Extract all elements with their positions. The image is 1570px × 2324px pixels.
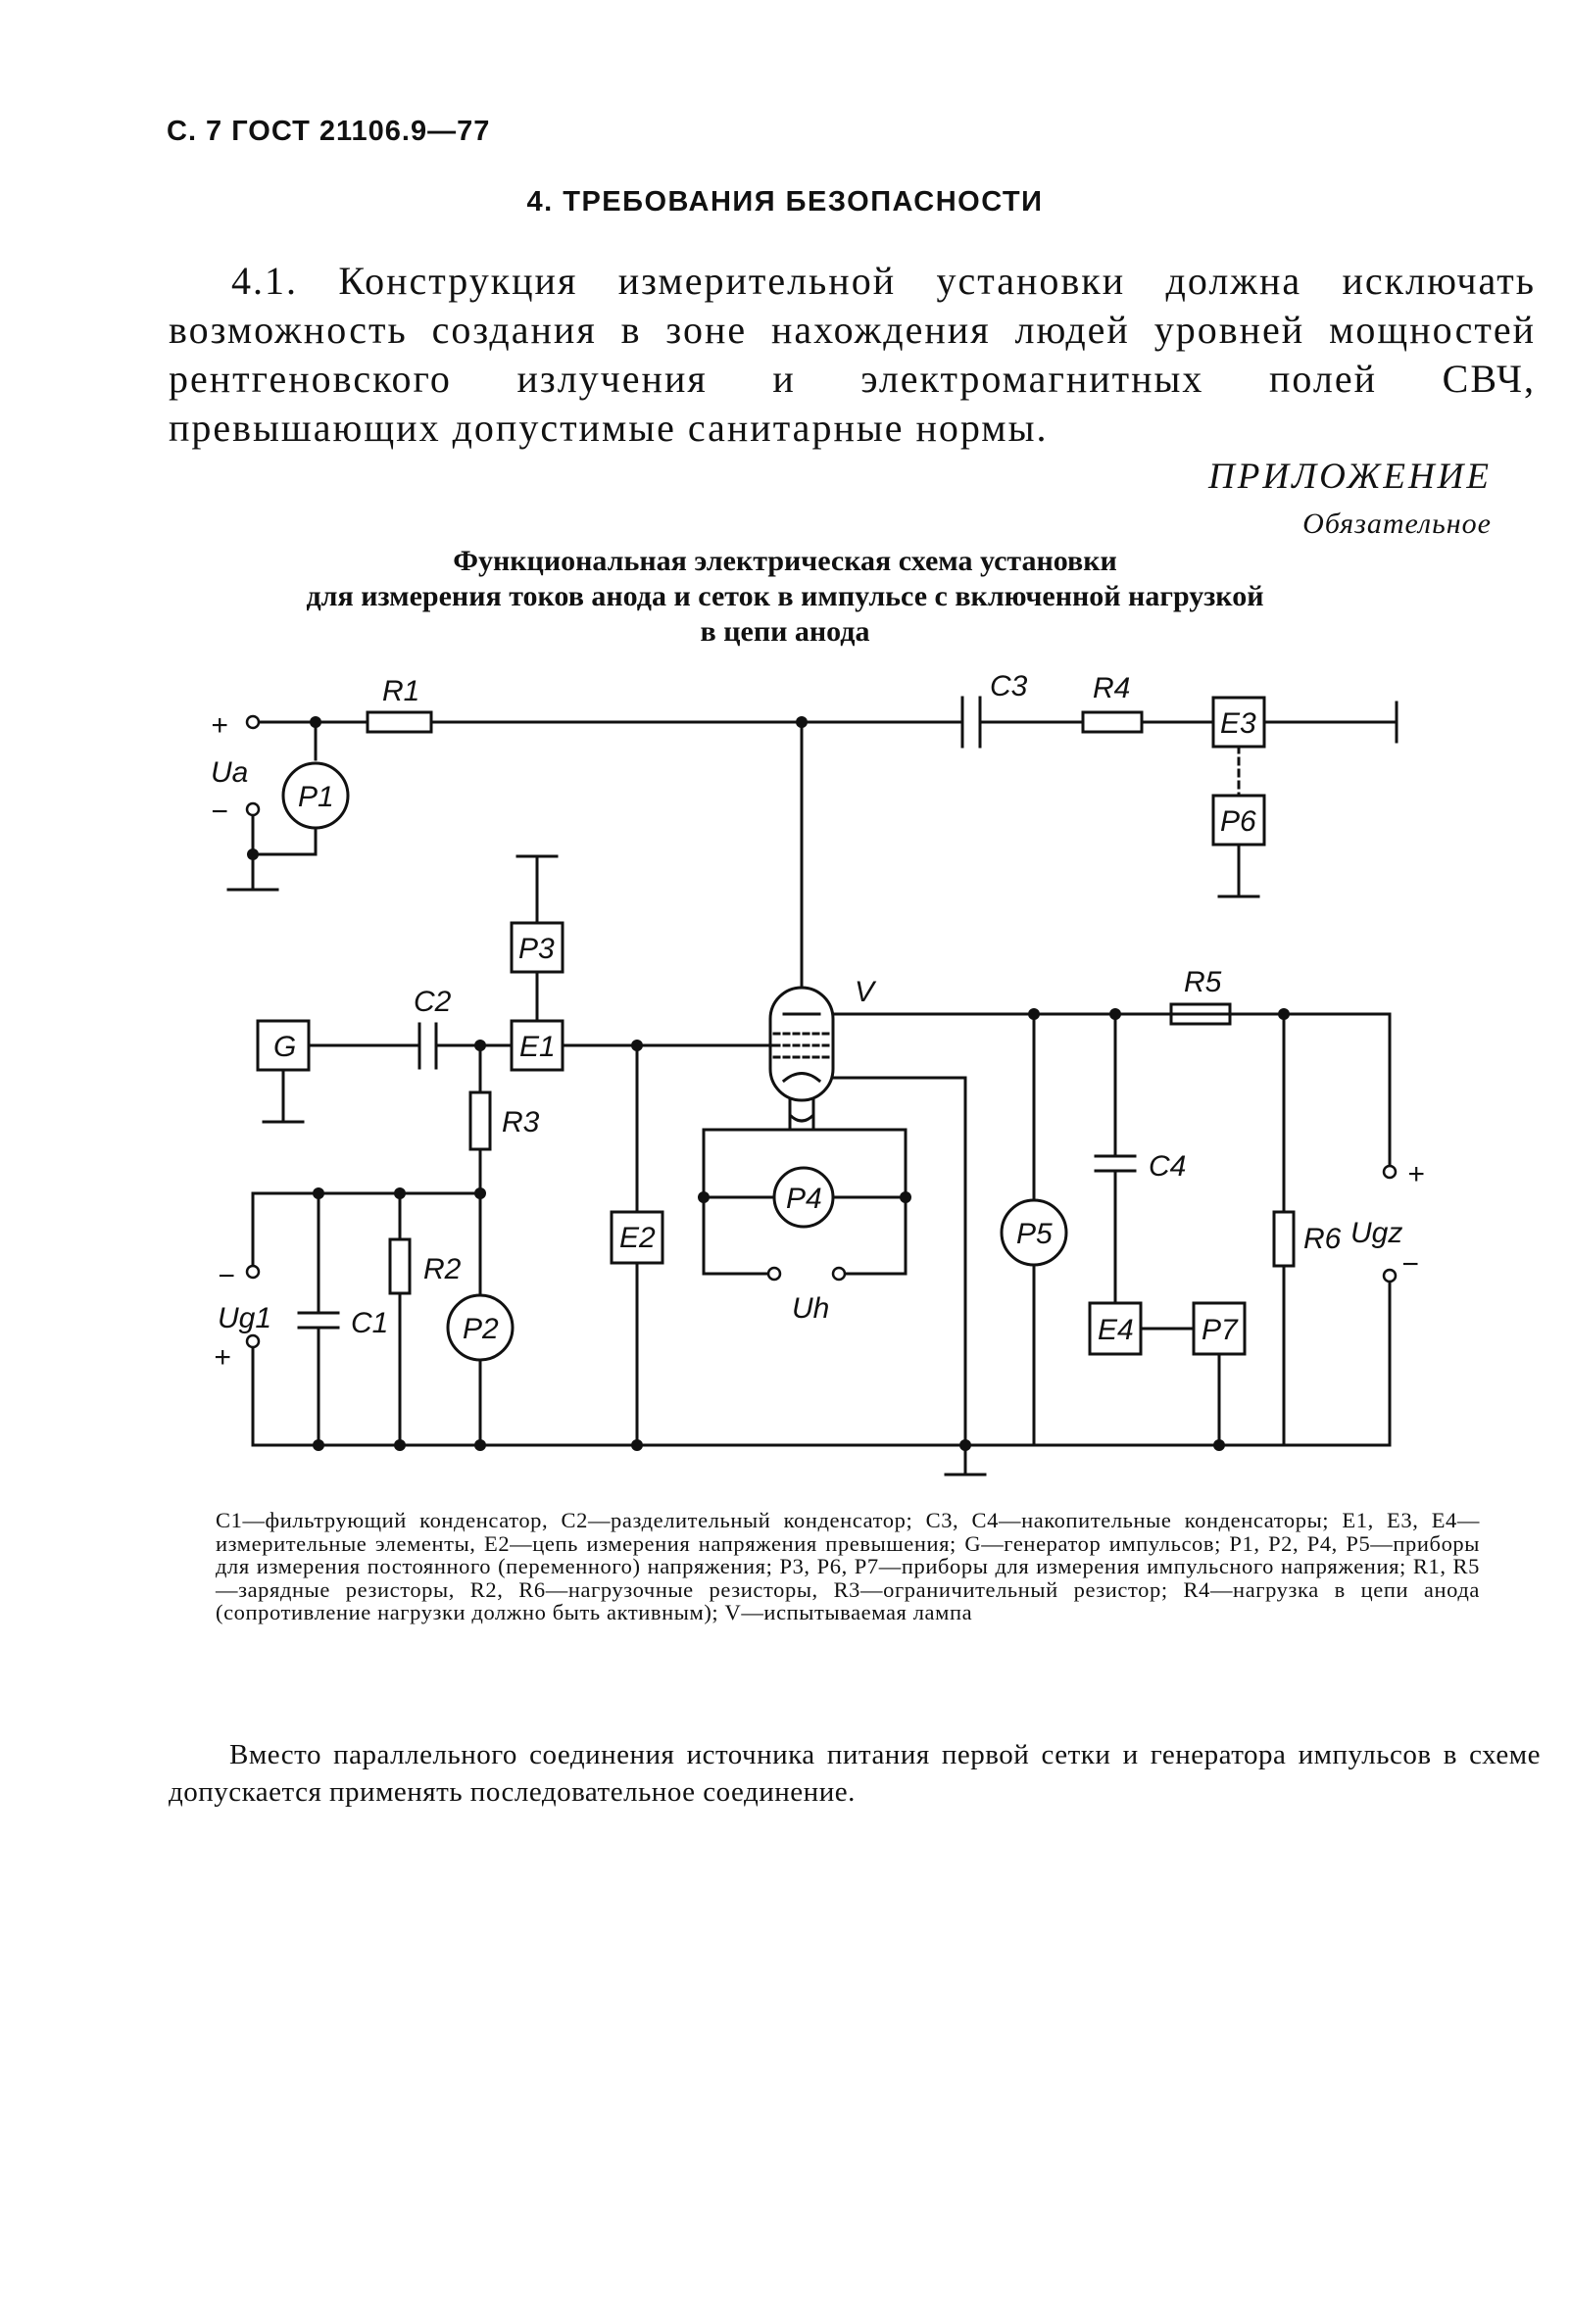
terminal-ugz-plus (1382, 1164, 1398, 1180)
resistor-r4 (1081, 710, 1144, 734)
junction (313, 1187, 324, 1199)
label-p3: P3 (518, 933, 555, 965)
resistor-r3 (468, 1090, 492, 1151)
junction (698, 1191, 710, 1203)
terminal-ug1-minus (245, 1264, 261, 1280)
label-p5: P5 (1016, 1218, 1053, 1250)
resistor-r6 (1272, 1210, 1296, 1268)
figure-title-line-2: для измерения токов анода и сеток в импу… (306, 580, 1264, 612)
junction (474, 1187, 486, 1199)
terminal-ua-plus (245, 714, 261, 730)
label-e3: E3 (1220, 707, 1256, 740)
label-r5: R5 (1184, 966, 1222, 998)
figure-legend: C1—фильтрующий конденсатор, C2—разделите… (216, 1509, 1480, 1624)
label-r1: R1 (382, 675, 419, 707)
label-plus-ug1: + (214, 1341, 231, 1374)
label-g: G (273, 1031, 296, 1063)
resistor-r1 (366, 710, 433, 734)
junction (631, 1040, 643, 1051)
label-c2: C2 (414, 986, 452, 1018)
label-v: V (855, 976, 877, 1008)
junction (900, 1191, 911, 1203)
label-minus-ug1: − (218, 1260, 235, 1292)
note-paragraph: Вместо параллельного соединения источник… (169, 1739, 1541, 1808)
label-p2: P2 (463, 1313, 499, 1345)
label-p6: P6 (1220, 805, 1256, 838)
appendix-label: ПРИЛОЖЕНИЕ (1208, 457, 1492, 497)
junction (474, 1439, 486, 1451)
resistor-r2 (388, 1237, 412, 1295)
label-plus: + (211, 709, 228, 742)
label-minus: − (211, 796, 228, 828)
circuit-diagram: R1 C3 R4 E3 P6 + Ua − P1 P3 V R5 G C2 E1… (211, 670, 1425, 1477)
junction (1109, 1008, 1121, 1020)
label-p1: P1 (298, 781, 334, 813)
label-r6: R6 (1303, 1223, 1342, 1255)
legend-text: C1—фильтрующий конденсатор, C2—разделите… (216, 1508, 1480, 1624)
label-r2: R2 (423, 1253, 462, 1285)
junction (796, 716, 808, 728)
section-paragraph: 4.1. Конструкция измерительной установки… (169, 259, 1536, 450)
label-c4: C4 (1149, 1150, 1186, 1183)
section-title: 4. ТРЕБОВАНИЯ БЕЗОПАСНОСТИ (526, 186, 1044, 218)
junction (631, 1439, 643, 1451)
junction (474, 1040, 486, 1051)
label-e4: E4 (1098, 1314, 1134, 1346)
label-r3: R3 (502, 1106, 540, 1138)
figure-title-line-1: Функциональная электрическая схема устан… (453, 545, 1117, 577)
label-p7: P7 (1202, 1314, 1239, 1346)
label-c1: C1 (351, 1307, 388, 1339)
label-ua: Ua (211, 756, 248, 789)
junction (959, 1439, 971, 1451)
label-uh: Uh (792, 1292, 829, 1325)
terminal-uh-right (831, 1266, 847, 1282)
appendix-status: Обязательное (1302, 508, 1492, 540)
junction (310, 716, 321, 728)
label-ugz: Ugz (1350, 1217, 1402, 1249)
tube-v (768, 986, 835, 1102)
label-r4: R4 (1093, 672, 1130, 704)
label-p4: P4 (786, 1183, 822, 1215)
label-plus-ugz: + (1407, 1158, 1425, 1190)
page-header: С. 7 ГОСТ 21106.9—77 (167, 116, 491, 147)
terminal-uh-left (766, 1266, 782, 1282)
terminal-ug1-plus (245, 1333, 261, 1349)
terminal-ugz-minus (1382, 1268, 1398, 1283)
label-ug1: Ug1 (218, 1302, 271, 1334)
junction (394, 1187, 406, 1199)
label-c3: C3 (990, 670, 1028, 702)
figure-title-line-3: в цепи анода (700, 615, 870, 648)
junction (1028, 1008, 1040, 1020)
junction (394, 1439, 406, 1451)
junction (313, 1439, 324, 1451)
junction (1278, 1008, 1290, 1020)
label-minus-ugz: − (1401, 1248, 1419, 1281)
label-e2: E2 (619, 1222, 656, 1254)
label-e1: E1 (519, 1031, 556, 1063)
figure-title: Функциональная электрическая схема устан… (0, 544, 1570, 650)
terminal-ua-minus (245, 801, 261, 817)
junction (247, 848, 259, 860)
junction (1213, 1439, 1225, 1451)
